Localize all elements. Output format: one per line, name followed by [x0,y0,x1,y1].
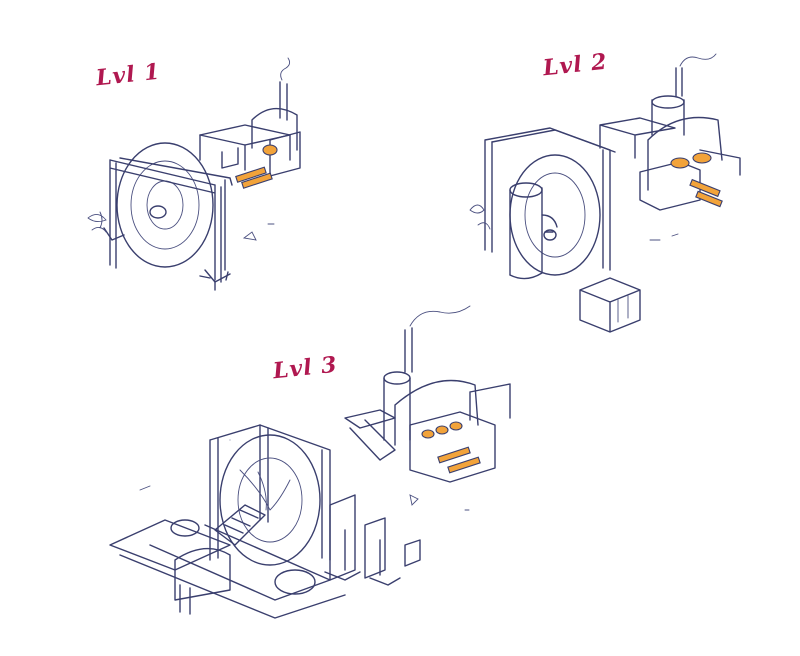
level1-wheel-frame [103,142,233,291]
level1-hut [199,57,301,189]
level3-debris [139,439,470,511]
level3-hut [344,305,511,483]
level2-wheel-frame [484,127,616,280]
level1-building [87,57,301,291]
level3-conveyor [109,504,346,619]
level1-debris [242,223,275,241]
level2-container [579,277,641,333]
level3-ramps [324,494,421,586]
level3-wheel-frame [209,424,331,566]
level2-plant [469,204,491,230]
level2-hut [599,53,741,211]
level2-building [469,53,741,333]
level2-debris [649,233,679,241]
level3-building [109,305,511,619]
level1-plant [87,211,107,233]
